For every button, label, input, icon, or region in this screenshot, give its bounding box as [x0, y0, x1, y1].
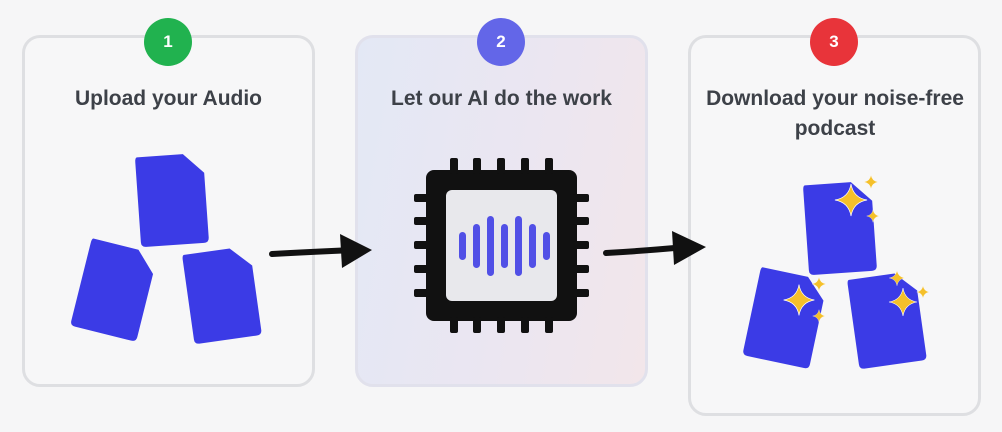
- upload-files-icon: [71, 154, 262, 344]
- step-title: Let our AI do the work: [391, 87, 612, 110]
- file-icon: [182, 248, 262, 344]
- arrow-right-icon: [269, 234, 372, 268]
- file-icon: [743, 267, 824, 369]
- file-icon: [803, 182, 877, 275]
- sparkle-files-icon: [743, 174, 930, 369]
- arrow-right-icon: [603, 231, 706, 265]
- step-title: Upload your Audio: [74, 87, 263, 110]
- step-title: Download your noise-free podcast: [706, 87, 964, 140]
- file-icon: [847, 273, 927, 369]
- ai-chip-waveform-icon: [414, 158, 589, 333]
- file-icon: [135, 154, 209, 247]
- step-number-badge: 2: [477, 18, 525, 66]
- step-number-badge: 1: [144, 18, 192, 66]
- step-number-badge: 3: [810, 18, 858, 66]
- file-icon: [71, 238, 154, 341]
